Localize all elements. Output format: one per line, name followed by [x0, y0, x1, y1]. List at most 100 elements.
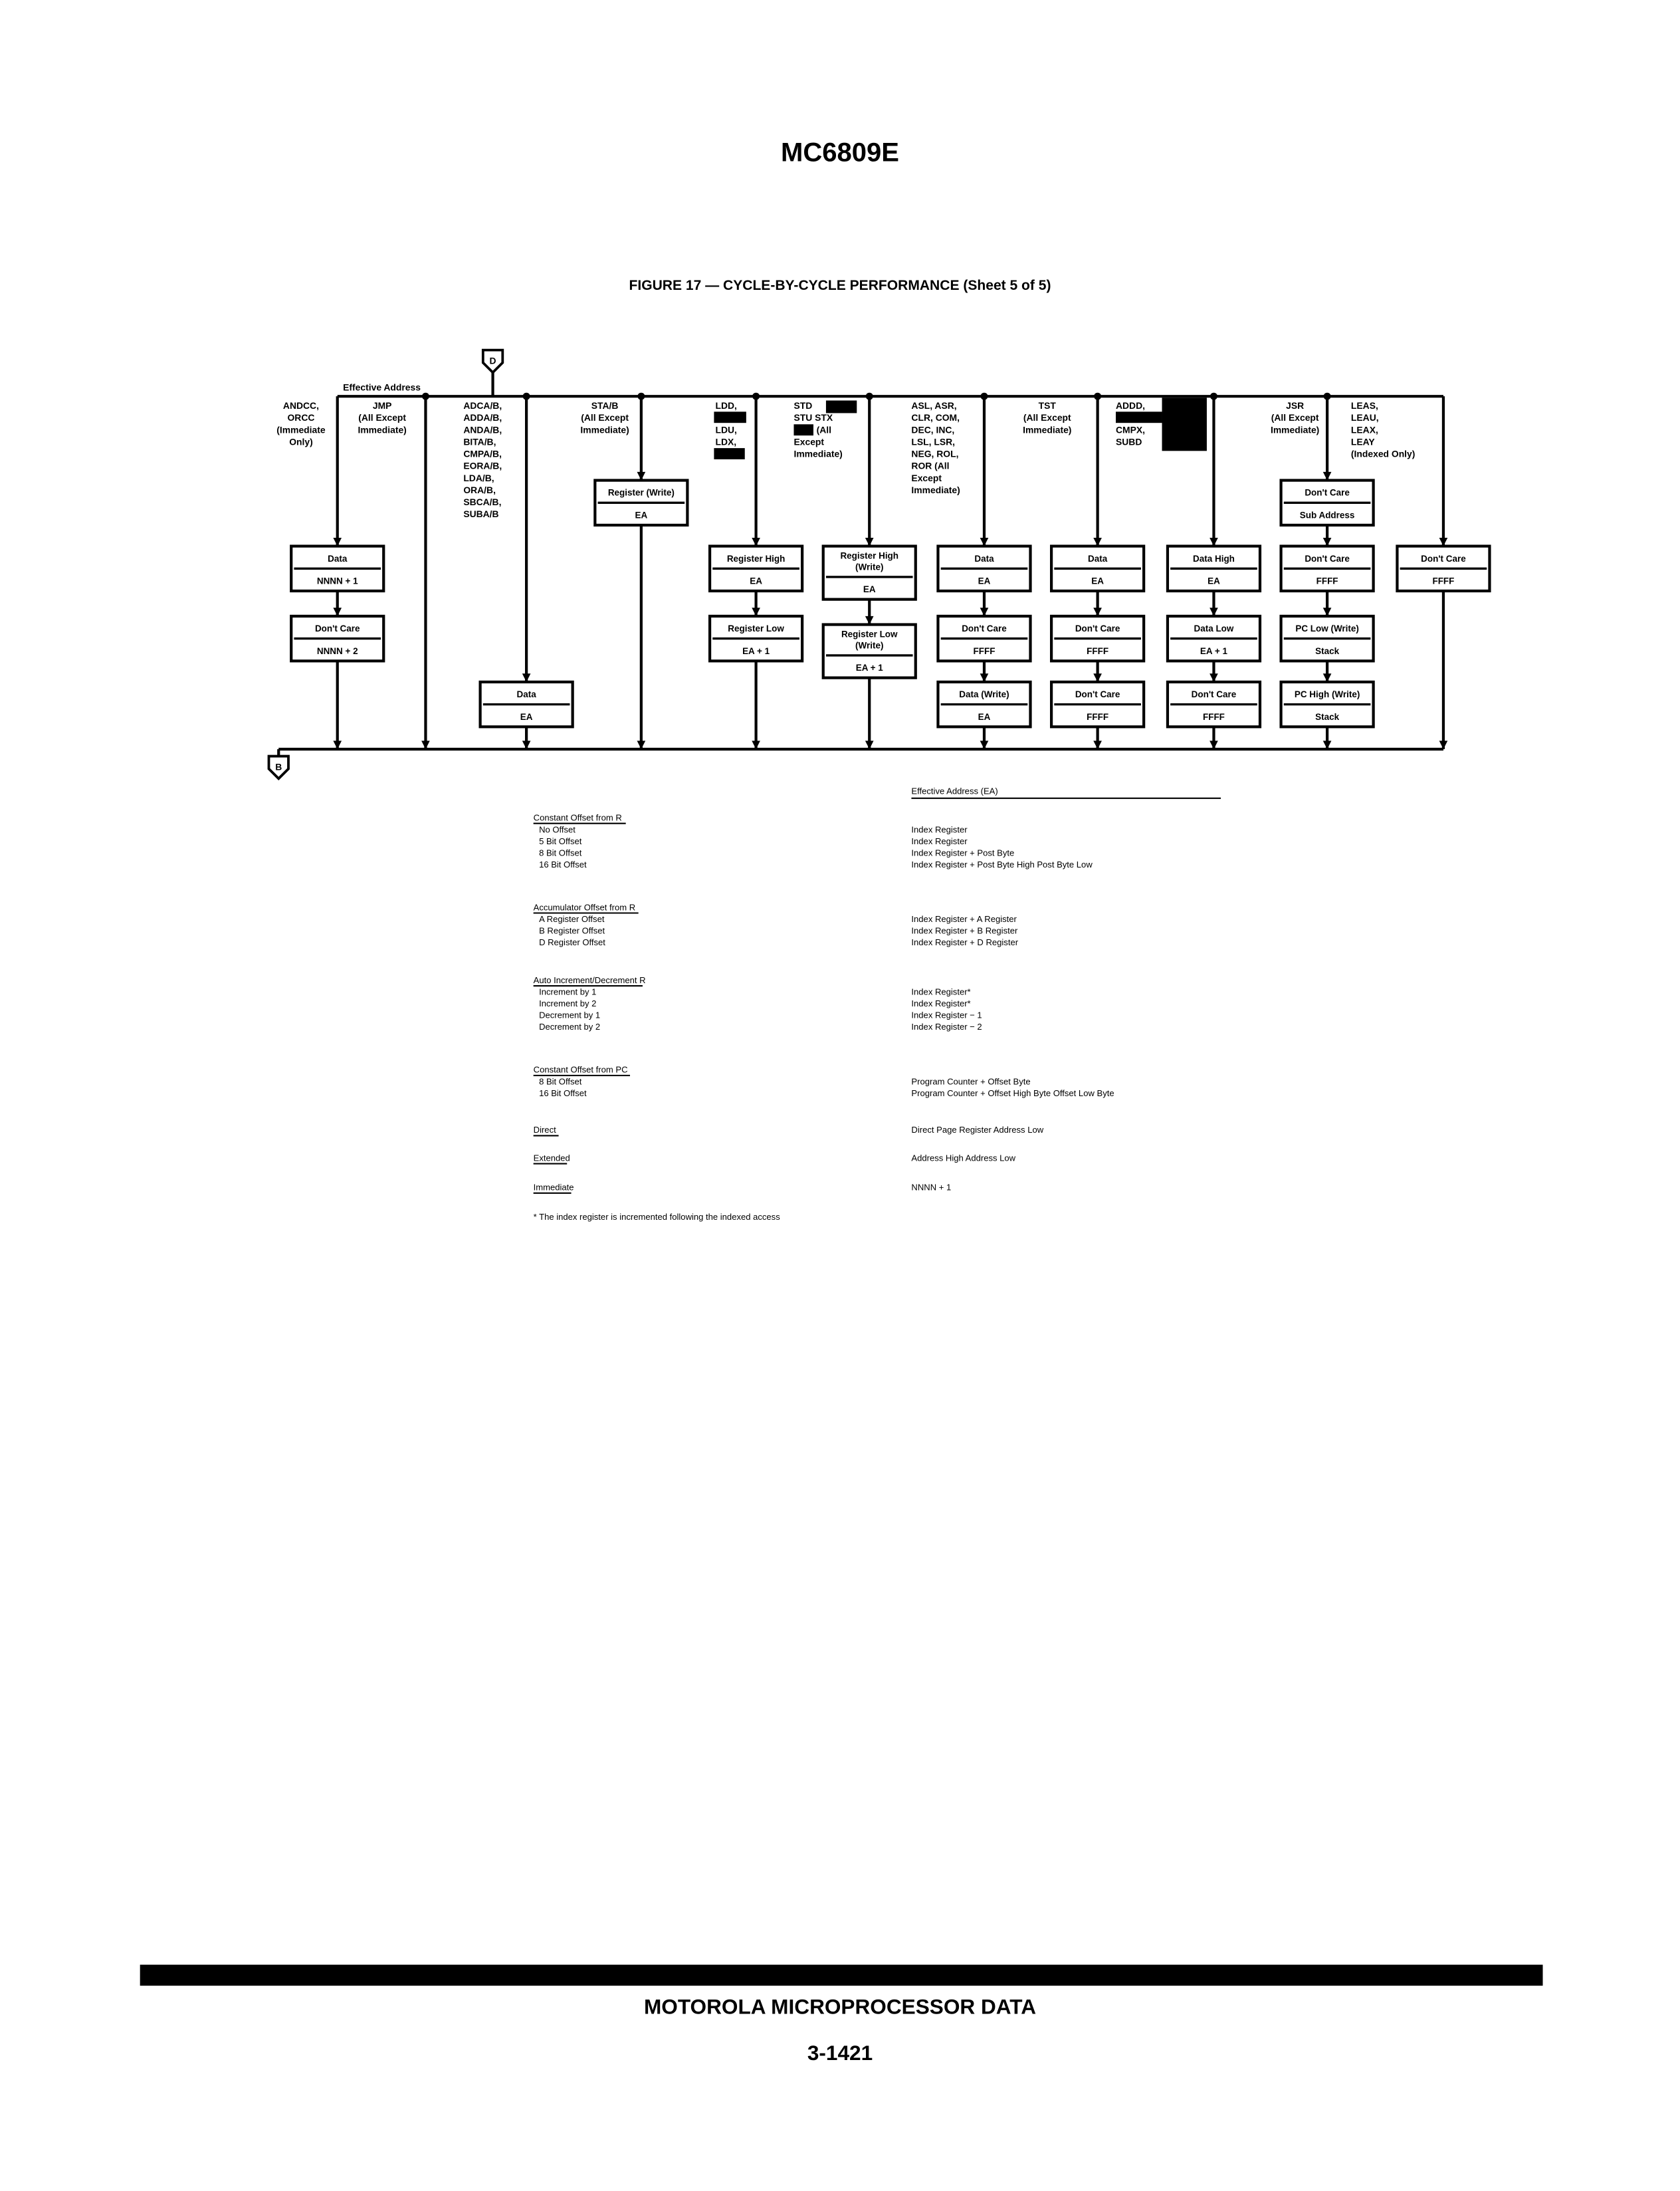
- instruction-label: Except: [793, 436, 824, 447]
- ea-table-header: Effective Address (EA): [911, 786, 998, 796]
- arrow-head: [1209, 741, 1218, 750]
- address-label: EA: [978, 712, 991, 722]
- address-label: EA: [635, 510, 648, 520]
- arrow-head: [865, 741, 874, 750]
- ea-mode: Decrement by 1: [539, 1010, 600, 1020]
- instruction-label: SUBA/B: [463, 509, 498, 519]
- instruction-label: Immediate): [1271, 424, 1319, 435]
- connector-b: [267, 754, 290, 780]
- arrow-head: [1322, 741, 1332, 750]
- bus-activity-label: Don't Care: [1421, 554, 1466, 564]
- instruction-label: ROR (All: [911, 461, 949, 471]
- instruction-label: JSR: [1286, 400, 1304, 411]
- ea-value: Index Register: [911, 824, 968, 834]
- arrow-head: [333, 741, 342, 750]
- ea-value: Index Register + A Register: [911, 914, 1017, 924]
- address-label: EA: [520, 712, 533, 722]
- instruction-label: SUBD: [1116, 436, 1142, 447]
- ea-mode: A Register Offset: [539, 914, 605, 924]
- ea-value: Direct Page Register Address Low: [911, 1125, 1043, 1135]
- ea-mode: 16 Bit Offset: [539, 860, 587, 869]
- arrow-head: [1093, 741, 1102, 750]
- junction-dot: [522, 392, 530, 400]
- instruction-label: DEC, INC,: [911, 424, 954, 435]
- instruction-label: LSL, LSR,: [911, 436, 955, 447]
- ea-value: Index Register*: [911, 987, 970, 997]
- ea-mode: Decrement by 2: [539, 1022, 600, 1032]
- arrow-head: [637, 471, 646, 481]
- arrow-head: [1209, 673, 1218, 682]
- arrow-head: [1439, 537, 1448, 546]
- address-label: EA: [978, 576, 991, 586]
- bus-activity-label: Don't Care: [315, 624, 360, 634]
- bus-activity-label: Register High: [727, 554, 786, 564]
- address-label: FFFF: [974, 646, 996, 656]
- instruction-label: Immediate): [1023, 424, 1071, 435]
- ea-value: Index Register: [911, 836, 968, 846]
- arrow-head: [333, 608, 342, 616]
- bus-activity-label: Data: [328, 554, 348, 564]
- instruction-label: (All Except: [1023, 412, 1071, 423]
- arrow-head: [1209, 537, 1218, 546]
- address-label: FFFF: [1087, 646, 1108, 656]
- bus-activity-label: Don't Care: [1192, 689, 1237, 699]
- address-label: FFFF: [1087, 712, 1108, 722]
- ea-mode: 8 Bit Offset: [539, 848, 582, 858]
- ea-value: Index Register + Post Byte High Post Byt…: [911, 860, 1093, 869]
- ea-mode: B Register Offset: [539, 926, 605, 936]
- address-label: EA: [1091, 576, 1104, 586]
- instruction-label: (All Except: [581, 412, 629, 423]
- arrow-head: [980, 537, 989, 546]
- redaction-block: [714, 448, 745, 459]
- instruction-label: LDD,: [716, 400, 737, 411]
- address-label: EA + 1: [742, 646, 770, 656]
- instruction-label: ASL, ASR,: [911, 400, 956, 411]
- bus-activity-label: PC Low (Write): [1295, 624, 1359, 634]
- connector-b-letter: B: [275, 762, 282, 772]
- ea-mode: No Offset: [539, 824, 576, 834]
- instruction-label: EORA/B,: [463, 461, 502, 471]
- ea-footnote: * The index register is incremented foll…: [534, 1212, 781, 1222]
- bus-activity-label: Don't Care: [1075, 624, 1120, 634]
- junction-dot: [980, 392, 988, 400]
- instruction-label: STU STX: [793, 412, 833, 423]
- instruction-label: Except: [911, 473, 942, 483]
- page-title: MC6809E: [781, 138, 899, 167]
- address-label: EA: [750, 576, 762, 586]
- instruction-label: LDU,: [716, 424, 737, 435]
- address-label: FFFF: [1432, 576, 1454, 586]
- connector-d: [481, 348, 504, 375]
- instruction-label: ANDCC,: [283, 400, 319, 411]
- bus-activity-label: Data High: [1193, 554, 1235, 564]
- ea-value: Index Register + Post Byte: [911, 848, 1014, 858]
- ea-section-title: Auto Increment/Decrement R: [534, 975, 646, 985]
- ea-mode: D Register Offset: [539, 937, 605, 947]
- bus-activity-label: Don't Care: [1305, 488, 1350, 498]
- instruction-label: LEAU,: [1351, 412, 1379, 423]
- instruction-label: (All Except: [358, 412, 406, 423]
- instruction-label: (Immediate: [276, 424, 326, 435]
- instruction-label: Immediate): [358, 424, 406, 435]
- arrow-head: [865, 616, 874, 625]
- ea-mode: 5 Bit Offset: [539, 836, 582, 846]
- junction-dot: [865, 392, 873, 400]
- arrow-head: [1093, 673, 1102, 682]
- redaction-block: [714, 411, 746, 423]
- address-label: EA: [863, 584, 876, 594]
- address-label: Sub Address: [1300, 510, 1355, 520]
- instruction-label: CLR, COM,: [911, 412, 960, 423]
- junction-dot: [637, 392, 645, 400]
- arrow-head: [980, 608, 989, 616]
- address-label: NNNN + 2: [317, 646, 358, 656]
- arrow-head: [865, 537, 874, 546]
- ea-value: Index Register − 2: [911, 1022, 982, 1032]
- instruction-label: TST: [1039, 400, 1057, 411]
- arrow-head: [333, 537, 342, 546]
- arrow-head: [1093, 537, 1102, 546]
- instruction-label: Only): [289, 436, 313, 447]
- arrow-head: [1439, 741, 1448, 750]
- instruction-label: (Indexed Only): [1351, 449, 1415, 459]
- bus-activity-label: Data: [1088, 554, 1108, 564]
